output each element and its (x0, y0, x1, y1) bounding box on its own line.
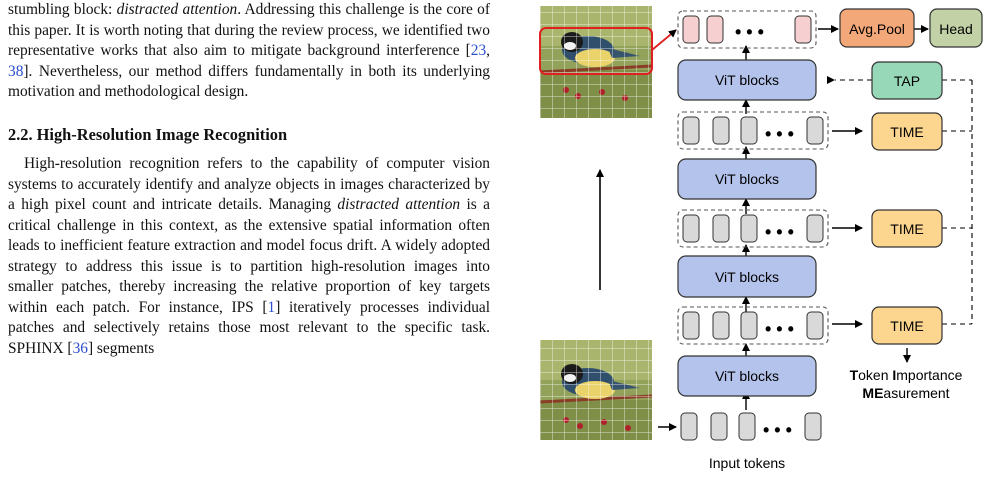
token-row-2: • • • (677, 209, 829, 248)
text-run: ] iteratively processes individual patch… (8, 298, 490, 357)
text-run: ]. Nevertheless, our method differs fund… (8, 62, 490, 101)
svg-text:ViT blocks: ViT blocks (715, 368, 779, 384)
text-run: distracted attention (337, 196, 461, 213)
token-row-top: • • • (677, 10, 817, 49)
text-run: ] segments (87, 339, 155, 357)
caption-run: I (892, 367, 896, 383)
caption-run: ME (862, 385, 883, 401)
time-caption-line1: Token Importance (850, 367, 963, 383)
caption-run: oken (858, 367, 892, 383)
vit-block-3: ViT blocks (677, 158, 817, 200)
citation-link[interactable]: 23 (470, 42, 487, 59)
caption-run: T (850, 367, 859, 383)
svg-text:TAP: TAP (894, 73, 920, 89)
paragraph-high-resolution: High-resolution recognition refers to th… (8, 154, 490, 359)
svg-text:TIME: TIME (890, 318, 923, 334)
tap-box: TAP (871, 61, 943, 100)
head-box: Head (929, 8, 983, 48)
token (706, 15, 724, 44)
token-row-1: • • • (677, 306, 829, 345)
text-run: , (486, 42, 490, 59)
input-tokens-label: Input tokens (709, 455, 785, 471)
vit-block-4: ViT blocks (677, 59, 817, 101)
token (682, 15, 700, 44)
section-heading: 2.2. High-Resolution Image Recognition (8, 124, 288, 144)
token (794, 15, 812, 44)
paragraph-intro: stumbling block: distracted attention. A… (8, 0, 490, 103)
time-caption-line2: MEasurement (862, 385, 949, 401)
citation-link[interactable]: 36 (72, 339, 88, 357)
vit-block-1: ViT blocks (677, 355, 817, 397)
svg-text:• • •: • • • (763, 420, 792, 440)
vit-block-2: ViT blocks (677, 255, 817, 298)
svg-text:Head: Head (939, 21, 972, 37)
citation-link[interactable]: 1 (267, 298, 276, 316)
feedback-dashed-lines (835, 79, 973, 325)
svg-text:• • •: • • • (765, 124, 794, 144)
caption-run: asurement (883, 385, 949, 401)
text-run: distracted attention (116, 1, 238, 18)
svg-text:ViT blocks: ViT blocks (715, 72, 779, 88)
svg-text:• • •: • • • (765, 319, 794, 339)
bird-image-top (539, 6, 653, 118)
citation-link[interactable]: 38 (8, 62, 24, 80)
highlight-connector-arrow (651, 29, 677, 51)
text-run: . Addressing this challenge is the core … (8, 1, 490, 59)
token-row-input: • • • (680, 412, 822, 441)
ellipsis: • • • (735, 22, 764, 42)
time-box-1: TIME (871, 306, 943, 345)
token-row-3: • • • (677, 111, 829, 150)
time-box-2: TIME (871, 209, 943, 248)
text-run: High-resolution recognition refers to th… (8, 155, 490, 213)
caption-run: mportance (896, 367, 962, 383)
svg-text:TIME: TIME (890, 221, 923, 237)
text-run: stumbling block: (8, 1, 117, 18)
svg-text:TIME: TIME (890, 124, 923, 140)
svg-text:ViT blocks: ViT blocks (715, 171, 779, 187)
paper-text-column: stumbling block: distracted attention. A… (8, 0, 490, 359)
svg-text:• • •: • • • (765, 222, 794, 242)
text-run: is a critical challenge in this context,… (8, 196, 490, 316)
time-box-3: TIME (871, 112, 943, 151)
avg-pool-box: Avg.Pool (839, 8, 915, 48)
highlight-region (539, 27, 653, 75)
svg-text:ViT blocks: ViT blocks (715, 269, 779, 285)
bird-image-bottom (539, 340, 653, 440)
svg-text:Avg.Pool: Avg.Pool (849, 21, 905, 37)
